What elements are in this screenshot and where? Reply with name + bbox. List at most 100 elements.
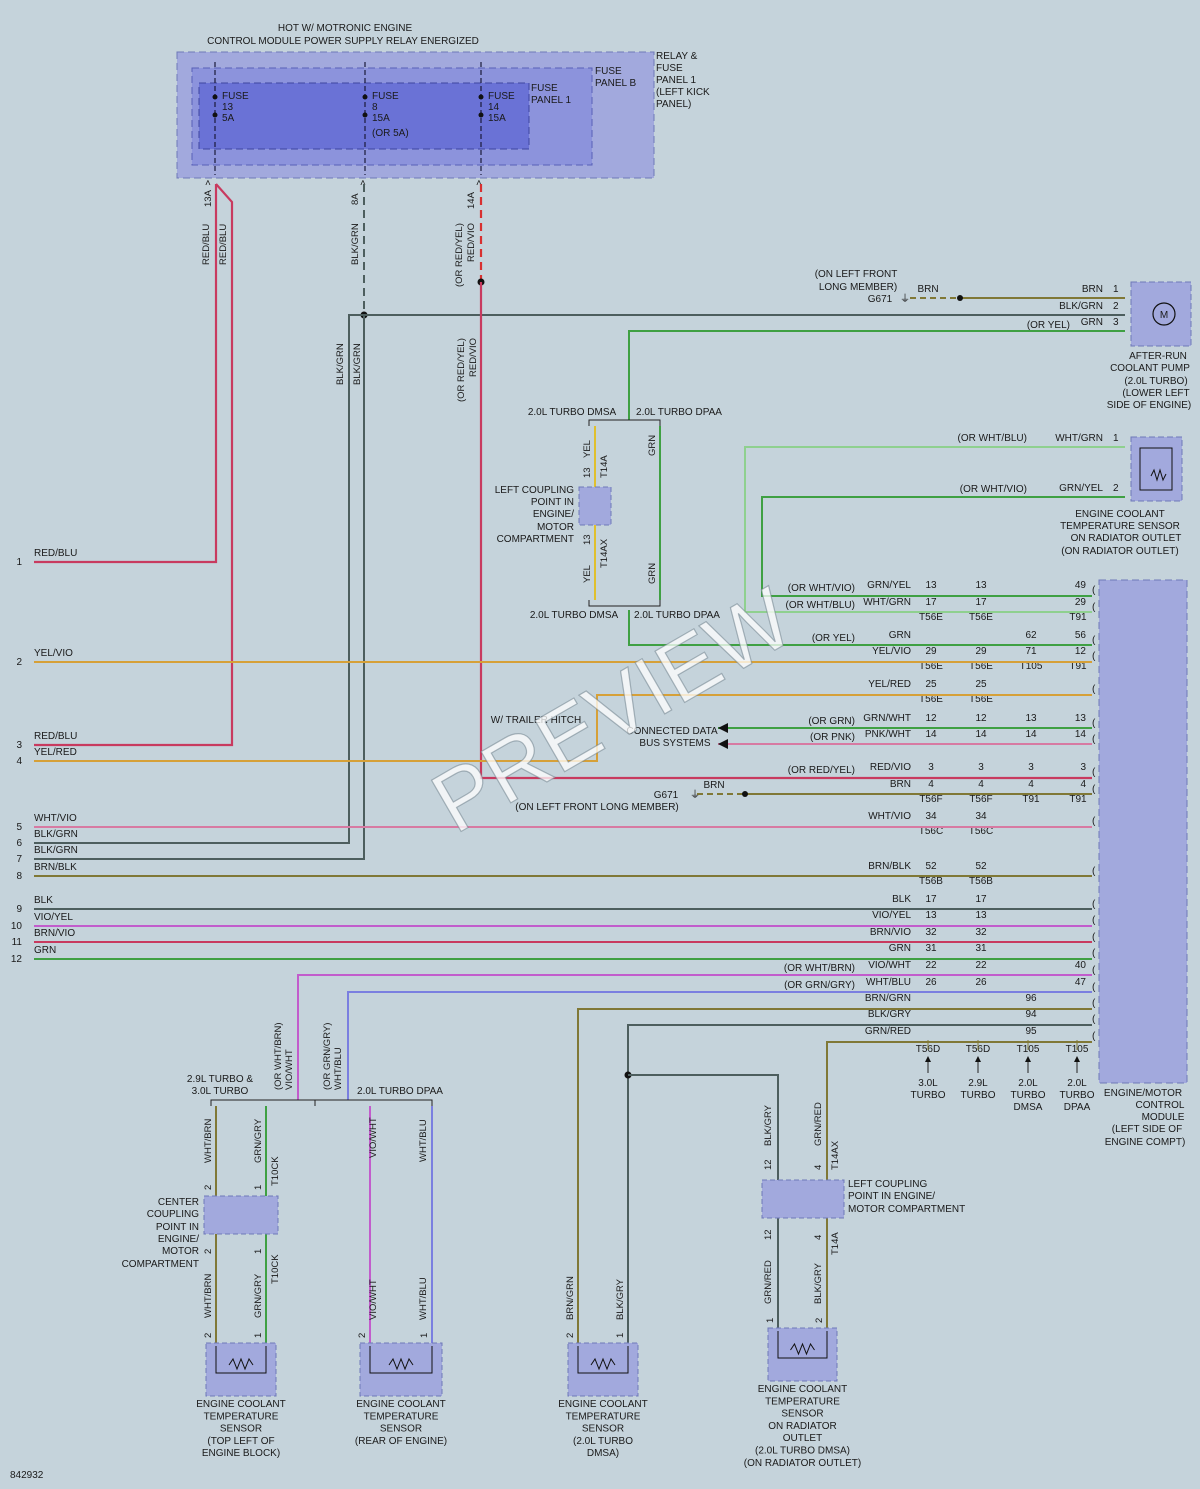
fuse-14: FUSE 14 15A bbox=[478, 62, 515, 175]
wire-grn-yel-sensor bbox=[761, 496, 1125, 597]
svg-text:VIO/WHT: VIO/WHT bbox=[284, 1049, 295, 1090]
ecm-row-pin: 4 bbox=[1080, 779, 1086, 790]
svg-text:RED/VIO: RED/VIO bbox=[468, 338, 479, 377]
svg-text:5A: 5A bbox=[222, 113, 235, 124]
diagram-id: 842932 bbox=[10, 1470, 44, 1481]
ecm-row-pin: 3 bbox=[928, 762, 934, 773]
pin-bracket-icon: ( bbox=[1092, 965, 1096, 976]
ecm-row-wire: PNK/WHT bbox=[865, 729, 911, 740]
ecm-row-alt: (OR YEL) bbox=[812, 633, 855, 644]
svg-text:(ON LEFT FRONT LONG MEMBER): (ON LEFT FRONT LONG MEMBER) bbox=[515, 802, 679, 813]
pin-bracket-icon: ( bbox=[1092, 982, 1096, 993]
relay-panel-label: RELAY & FUSE PANEL 1 (LEFT KICK PANEL) bbox=[656, 51, 710, 110]
ecm-row-wire: BRN/BLK bbox=[868, 861, 911, 872]
pin-bracket-icon: ( bbox=[1092, 734, 1096, 745]
ecm-row-pin: 22 bbox=[975, 960, 987, 971]
ecm-row-pin: 47 bbox=[1075, 977, 1087, 988]
pin-bracket-icon: ( bbox=[1092, 585, 1096, 596]
pin-bracket-icon: ( bbox=[1092, 767, 1096, 778]
pin-bracket-icon: ( bbox=[1092, 899, 1096, 910]
svg-text:RED/BLU: RED/BLU bbox=[201, 224, 212, 265]
svg-text:FUSE: FUSE bbox=[656, 63, 683, 74]
motor-icon: M bbox=[1160, 310, 1168, 321]
svg-text:GRN: GRN bbox=[1081, 317, 1103, 328]
panel-1-label: FUSE bbox=[531, 83, 558, 94]
ecm-row-wire: GRN/YEL bbox=[867, 580, 911, 591]
ecm-row-pin: 95 bbox=[1025, 1026, 1037, 1037]
ecm-row-pin: 13 bbox=[925, 910, 937, 921]
ecm-row-pin: 34 bbox=[925, 811, 937, 822]
svg-text:13: 13 bbox=[222, 102, 234, 113]
ecm-row-pin: 34 bbox=[975, 811, 987, 822]
ecm-row-wire: BRN/GRN bbox=[865, 993, 911, 1004]
left-pin-wire: BRN/BLK bbox=[34, 862, 77, 873]
svg-text:FUSE: FUSE bbox=[488, 91, 515, 102]
ecm-row-wire: YEL/VIO bbox=[872, 646, 911, 657]
left-pin-number: 7 bbox=[16, 854, 22, 865]
wire-wht-blu-down bbox=[347, 991, 1092, 1100]
ground-icon: ⏚ bbox=[900, 293, 910, 305]
svg-text:DMSA: DMSA bbox=[1014, 1102, 1043, 1113]
wire-grn-pump bbox=[628, 330, 1125, 420]
svg-text:TURBO: TURBO bbox=[961, 1090, 996, 1101]
svg-text:GRN/GRY: GRN/GRY bbox=[253, 1273, 264, 1318]
ecm-row-wire: RED/VIO bbox=[870, 762, 911, 773]
ecm-bottom-connectors: T56D3.0LTURBOT56D2.9LTURBOT1052.0LTURBOD… bbox=[827, 1040, 1095, 1113]
svg-text:ENGINE COOLANT: ENGINE COOLANT bbox=[196, 1399, 285, 1410]
svg-text:2: 2 bbox=[203, 1249, 214, 1254]
wire-red-vio bbox=[479, 282, 1092, 780]
wire-yel-red bbox=[34, 694, 1092, 762]
ecm-row-pin: 71 bbox=[1025, 646, 1037, 657]
svg-text:TEMPERATURE SENSOR: TEMPERATURE SENSOR bbox=[1060, 521, 1180, 532]
center-coupling: WHT/BRN GRN/GRY T10CK T10CK 2 1 2 1 WHT/… bbox=[122, 1106, 281, 1345]
svg-text:PANEL 1: PANEL 1 bbox=[656, 75, 696, 86]
left-pin-number: 3 bbox=[16, 740, 22, 751]
svg-text:WHT/BLU: WHT/BLU bbox=[333, 1047, 344, 1090]
ecm-row-pin: 4 bbox=[1028, 779, 1034, 790]
wire-blk-grn-7 bbox=[34, 315, 365, 860]
svg-text:2.0L TURBO DPAA: 2.0L TURBO DPAA bbox=[636, 407, 722, 418]
ecm-row-pin: 29 bbox=[1075, 597, 1087, 608]
svg-text:2: 2 bbox=[1113, 483, 1119, 494]
ecm-row-wire: VIO/YEL bbox=[872, 910, 911, 921]
svg-text:ENGINE COOLANT: ENGINE COOLANT bbox=[356, 1399, 445, 1410]
ecm-row-wire: GRN/WHT bbox=[863, 713, 911, 724]
left-pin-number: 12 bbox=[11, 954, 23, 965]
svg-text:BRN: BRN bbox=[917, 284, 938, 295]
coupling-top: 2.0L TURBO DMSA 2.0L TURBO DPAA YEL YEL … bbox=[495, 407, 1092, 646]
ecm-row-pin: 31 bbox=[975, 943, 987, 954]
left-coupling-bottom: BLK/GRY GRN/RED 12 4 T14AX 12 4 T14A GRN… bbox=[761, 1102, 965, 1330]
ecm-row-pin: 13 bbox=[1025, 713, 1037, 724]
pin-bracket-icon: ( bbox=[1092, 998, 1096, 1009]
svg-text:VIO/WHT: VIO/WHT bbox=[368, 1117, 379, 1158]
ecm-row-connector: T56B bbox=[969, 876, 993, 887]
svg-text:DPAA: DPAA bbox=[1064, 1102, 1091, 1113]
ecm-row-alt: (OR WHT/VIO) bbox=[788, 583, 855, 594]
svg-text:12: 12 bbox=[763, 1229, 774, 1240]
svg-text:SENSOR: SENSOR bbox=[582, 1424, 624, 1435]
ecm-row-pin: 32 bbox=[975, 927, 987, 938]
ecm-row-pin: 14 bbox=[1025, 729, 1037, 740]
left-pin-wire: YEL/RED bbox=[34, 747, 77, 758]
ecm-row-pin: 3 bbox=[978, 762, 984, 773]
ecm-row-pin: 26 bbox=[975, 977, 987, 988]
ecm-row-wire: BLK bbox=[892, 894, 911, 905]
ecm-row-connector: T56F bbox=[919, 794, 942, 805]
ecm-row-pin: 94 bbox=[1025, 1009, 1037, 1020]
svg-text:TURBO: TURBO bbox=[1060, 1090, 1095, 1101]
wire-red-blu-1 bbox=[34, 184, 218, 564]
ecm-row-pin: 13 bbox=[925, 580, 937, 591]
ecm-row-wire: WHT/VIO bbox=[868, 811, 911, 822]
header-line-2: CONTROL MODULE POWER SUPPLY RELAY ENERGI… bbox=[207, 36, 479, 47]
ecm-row-pin: 17 bbox=[925, 597, 937, 608]
svg-text:(2.0L TURBO: (2.0L TURBO bbox=[573, 1436, 633, 1447]
pin-14a: 14A bbox=[466, 191, 477, 209]
